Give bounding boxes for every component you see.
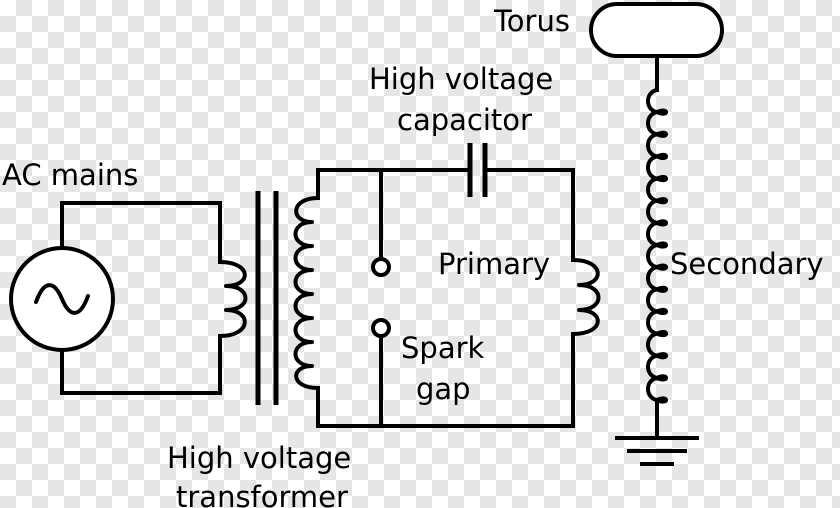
spark-gap-label-line2: gap: [416, 372, 471, 406]
transformer-output-winding: [293, 196, 320, 390]
transformer-input-winding: [218, 260, 248, 338]
primary-circuit-wires: [316, 168, 575, 428]
sine-wave-icon: [34, 283, 90, 315]
high-voltage-capacitor: [467, 143, 488, 197]
secondary-label: Secondary: [670, 247, 824, 281]
primary-coil: [571, 258, 601, 336]
ac-mains-circuit: [9, 201, 222, 395]
capacitor-label-line1: High voltage: [369, 62, 553, 96]
torus-terminal: [589, 2, 724, 58]
transformer-core: [255, 191, 279, 405]
transformer-label-line2: transformer: [176, 480, 348, 508]
transformer-label-line1: High voltage: [167, 441, 351, 475]
secondary-coil: [646, 54, 668, 438]
spark-gap-label-line1: Spark: [401, 331, 485, 365]
ac-mains-label: AC mains: [2, 158, 138, 192]
torus-label: Torus: [493, 4, 570, 38]
ground-symbol: [615, 436, 699, 466]
capacitor-label-line2: capacitor: [397, 103, 532, 137]
spark-gap: [371, 257, 391, 338]
primary-label: Primary: [438, 247, 550, 281]
